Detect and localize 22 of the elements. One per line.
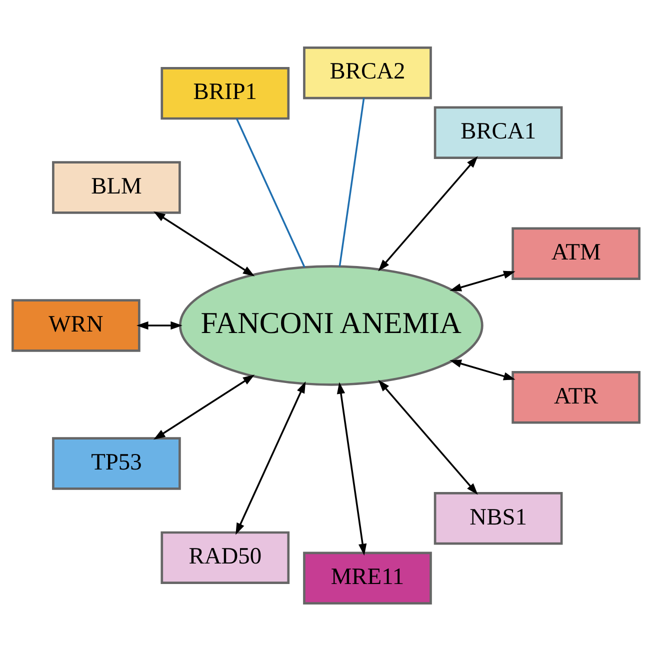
node-box: BLM: [52, 160, 181, 214]
node-box: ATM: [512, 226, 640, 280]
node-box: RAD50: [160, 530, 290, 584]
connector: [338, 97, 365, 266]
arrow: [378, 379, 478, 494]
node-box: BRIP1: [160, 66, 290, 120]
node-box: NBS1: [434, 492, 563, 544]
node-box: TP53: [52, 436, 181, 490]
arrow: [378, 156, 478, 271]
arrow: [154, 374, 255, 440]
node-box: BRCA2: [303, 46, 432, 99]
arrow: [154, 210, 255, 276]
node-box: WRN: [12, 298, 140, 352]
node-box: BRCA1: [434, 106, 563, 158]
arrow: [336, 382, 367, 556]
node-box: MRE11: [303, 551, 432, 604]
arrow: [450, 270, 516, 291]
node-box: ATR: [512, 370, 640, 424]
connector: [236, 118, 306, 268]
arrow: [450, 359, 516, 380]
arrow: [236, 380, 306, 534]
arrow: [136, 320, 182, 330]
